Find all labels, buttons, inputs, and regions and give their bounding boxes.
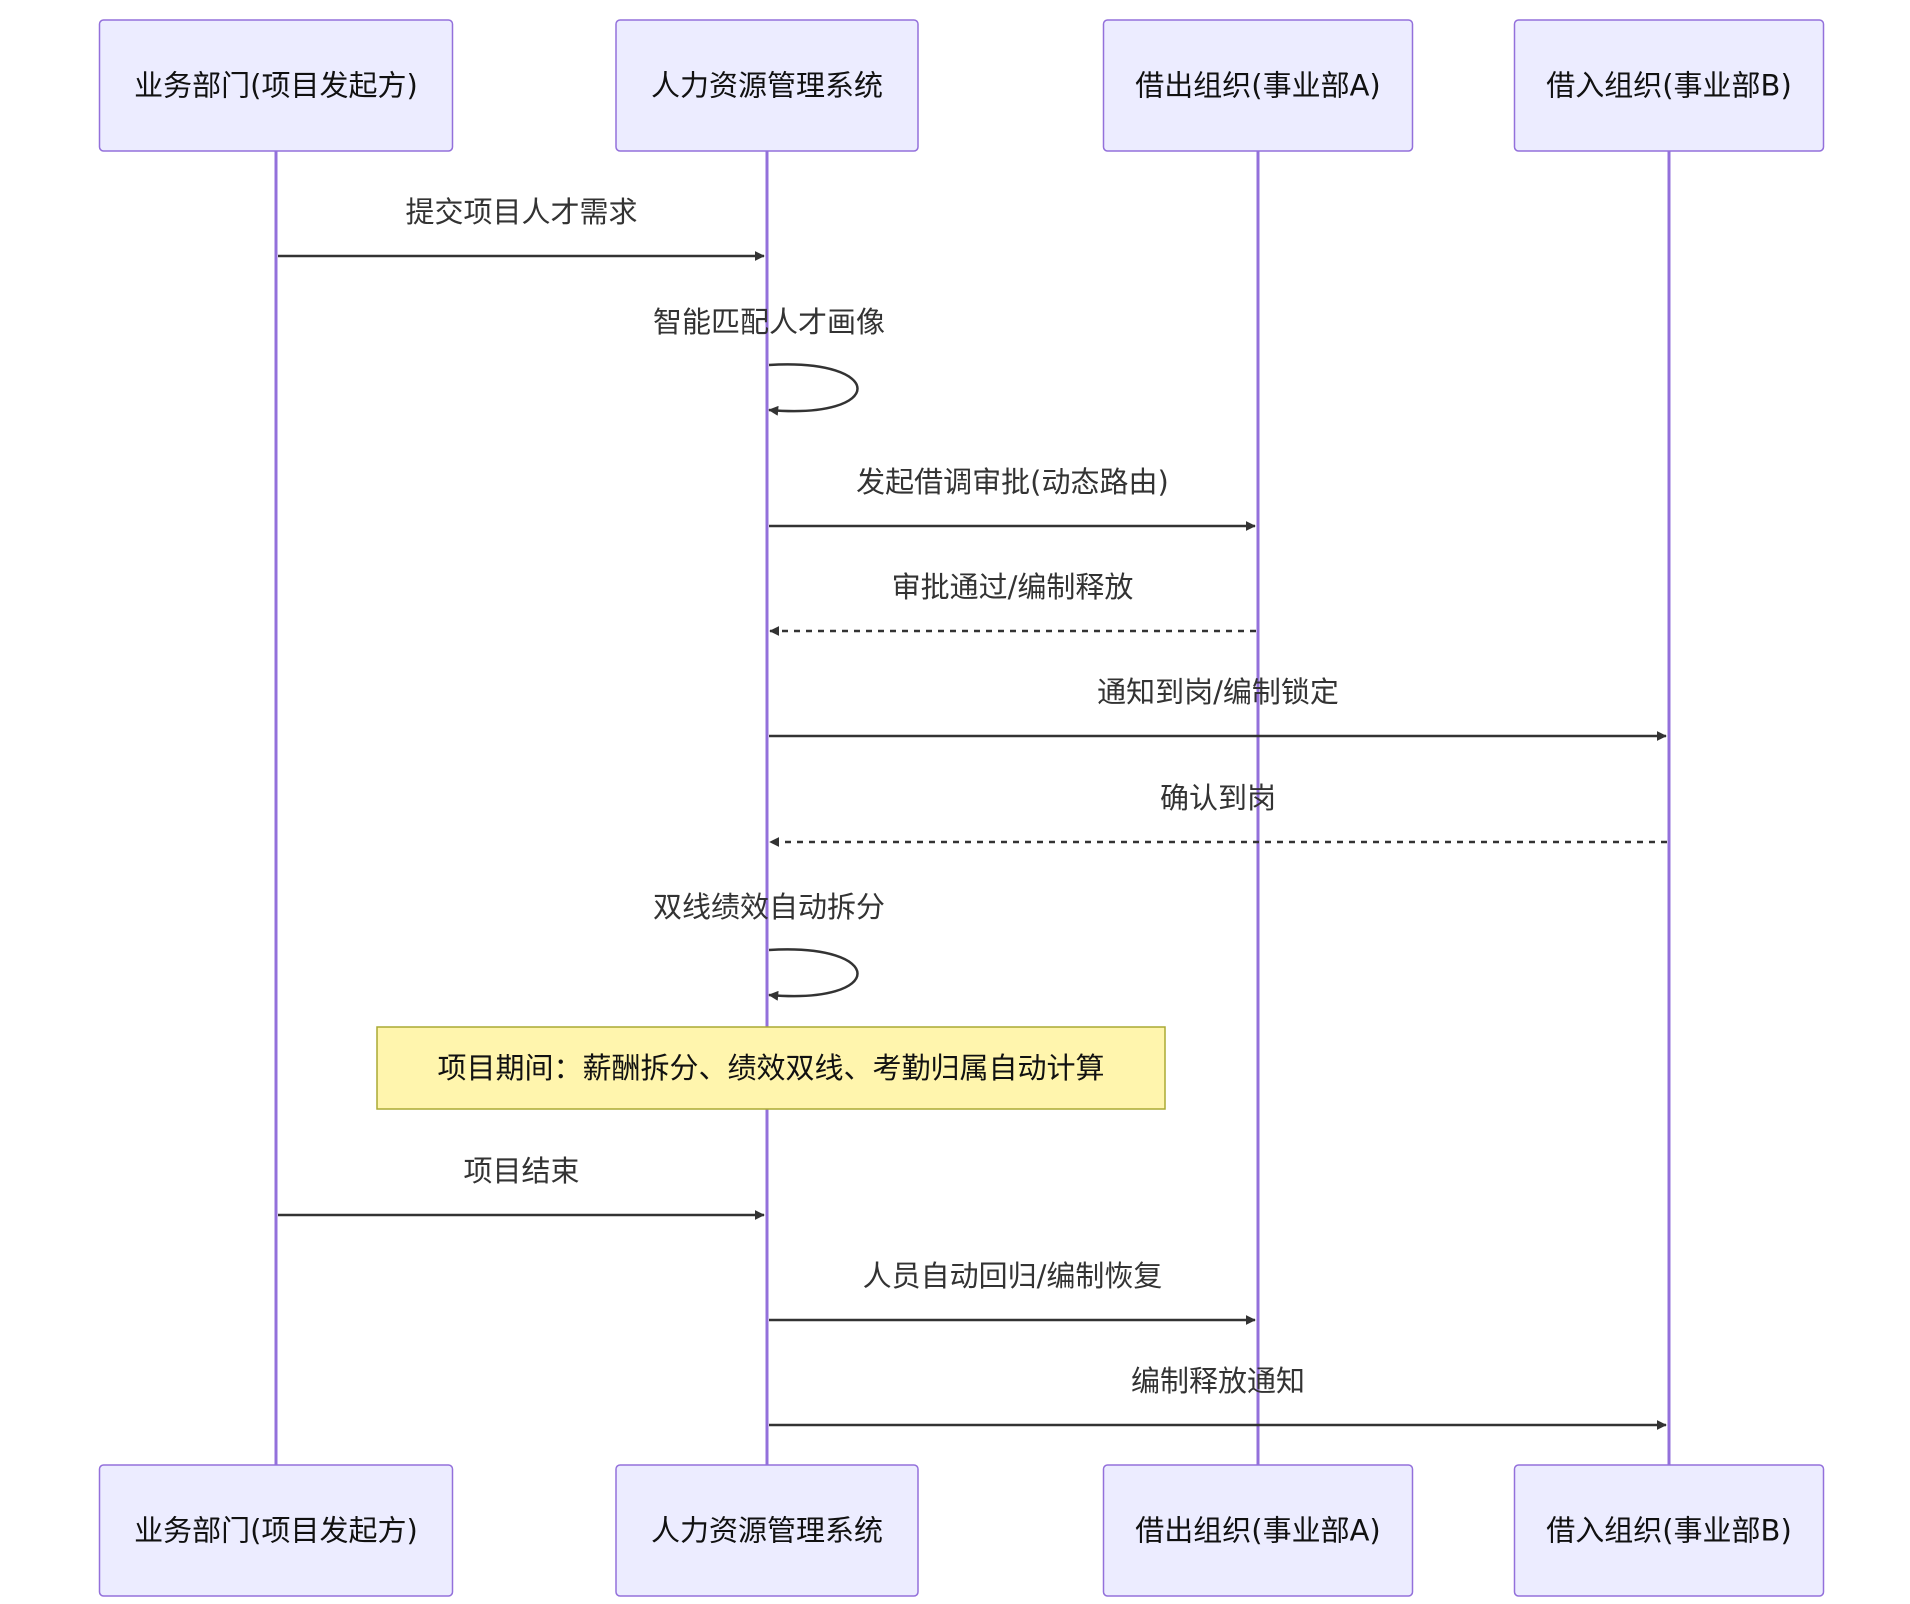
message-label: 编制释放通知 (1131, 1364, 1305, 1398)
message-label: 确认到岗 (1160, 781, 1276, 815)
actor-box (1102, 19, 1414, 152)
message-label: 智能匹配人才画像 (653, 305, 885, 339)
actor-label: 人力资源管理系统 (651, 69, 883, 103)
actor-out-top: 借出组织(事业部A) (1102, 19, 1414, 152)
message-label: 通知到岗/编制锁定 (1097, 675, 1339, 709)
message-label: 项目结束 (463, 1154, 579, 1188)
message: 通知到岗/编制锁定 (769, 675, 1667, 741)
actor-box (1513, 19, 1825, 152)
message: 编制释放通知 (769, 1364, 1667, 1430)
message-label: 发起借调审批(动态路由) (856, 465, 1169, 499)
self-message-arrow (768, 948, 859, 1001)
message: 项目结束 (278, 1154, 765, 1220)
actor-box (98, 19, 454, 152)
actor-box (1513, 1464, 1825, 1597)
actor-box (98, 1464, 454, 1597)
message: 确认到岗 (769, 781, 1667, 847)
self-message-arrow (768, 363, 859, 416)
message: 审批通过/编制释放 (769, 570, 1256, 636)
actors: 业务部门(项目发起方)业务部门(项目发起方)人力资源管理系统人力资源管理系统借出… (98, 19, 1825, 1597)
message: 提交项目人才需求 (278, 195, 765, 261)
actor-label: 借入组织(事业部B) (1546, 69, 1792, 103)
actor-hr-bottom: 人力资源管理系统 (615, 1464, 919, 1597)
actor-label: 借入组织(事业部B) (1546, 1514, 1792, 1548)
actor-box (615, 1464, 919, 1597)
actor-label: 借出组织(事业部A) (1135, 69, 1380, 103)
message-label: 人员自动回归/编制恢复 (863, 1259, 1163, 1293)
message-label: 审批通过/编制释放 (892, 570, 1134, 604)
message: 双线绩效自动拆分 (653, 890, 885, 1001)
message: 发起借调审批(动态路由) (769, 465, 1256, 531)
actor-box (1102, 1464, 1414, 1597)
actor-box (615, 19, 919, 152)
note-text: 项目期间：薪酬拆分、绩效双线、考勤归属自动计算 (437, 1051, 1104, 1085)
actor-out-bottom: 借出组织(事业部A) (1102, 1464, 1414, 1597)
note: 项目期间：薪酬拆分、绩效双线、考勤归属自动计算 (376, 1026, 1166, 1110)
actor-label: 人力资源管理系统 (651, 1514, 883, 1548)
message: 人员自动回归/编制恢复 (769, 1259, 1256, 1325)
actor-label: 借出组织(事业部A) (1135, 1514, 1380, 1548)
actor-biz-top: 业务部门(项目发起方) (98, 19, 454, 152)
actor-hr-top: 人力资源管理系统 (615, 19, 919, 152)
actor-label: 业务部门(项目发起方) (134, 69, 418, 103)
actor-in-bottom: 借入组织(事业部B) (1513, 1464, 1825, 1597)
lifelines (274, 151, 1671, 1465)
message: 智能匹配人才画像 (653, 305, 885, 416)
notes: 项目期间：薪酬拆分、绩效双线、考勤归属自动计算 (376, 1026, 1166, 1110)
note-box (376, 1026, 1166, 1110)
message-label: 提交项目人才需求 (405, 195, 637, 229)
actor-biz-bottom: 业务部门(项目发起方) (98, 1464, 454, 1597)
actor-label: 业务部门(项目发起方) (134, 1514, 418, 1548)
message-label: 双线绩效自动拆分 (653, 890, 885, 924)
actor-in-top: 借入组织(事业部B) (1513, 19, 1825, 152)
